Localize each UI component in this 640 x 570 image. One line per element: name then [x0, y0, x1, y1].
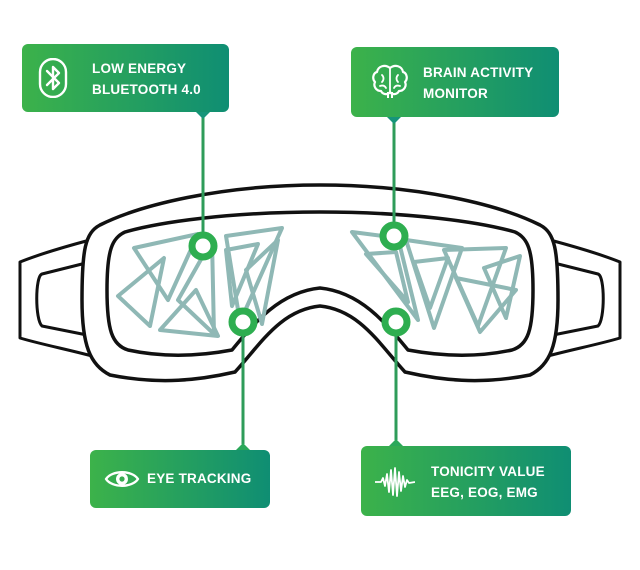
brain-icon [371, 63, 409, 104]
eye-pointer [236, 443, 250, 450]
waveform-icon [375, 466, 416, 503]
tonicity-callout: TONICITY VALUE EEG, EOG, EMG [361, 446, 571, 516]
sensor-bluetooth [188, 231, 218, 261]
brain-callout: BRAIN ACTIVITY MONITOR [351, 47, 559, 117]
lens-outline [105, 210, 535, 358]
tonicity-label-line2: EEG, EOG, EMG [431, 485, 538, 500]
bluetooth-callout: LOW ENERGY BLUETOOTH 4.0 [22, 44, 229, 112]
brain-label-line2: MONITOR [423, 86, 488, 101]
tonicity-pointer [389, 439, 403, 446]
brain-label-line1: BRAIN ACTIVITY [423, 65, 534, 80]
left-strap [18, 238, 93, 358]
sensor-brain [379, 221, 409, 251]
eye-tracking-label: EYE TRACKING [147, 471, 252, 486]
connector-lines [201, 116, 398, 444]
bluetooth-label-line1: LOW ENERGY [92, 61, 187, 76]
eye-tracking-callout: EYE TRACKING [90, 450, 270, 508]
bluetooth-label-line2: BLUETOOTH 4.0 [92, 82, 201, 97]
bluetooth-icon [38, 57, 68, 103]
brain-pointer [387, 117, 401, 124]
sensor-rings [188, 221, 411, 337]
tonicity-label-line1: TONICITY VALUE [431, 464, 545, 479]
sensor-tonicity [381, 307, 411, 337]
bluetooth-pointer [196, 112, 210, 119]
right-strap [547, 238, 622, 358]
sensor-eye [228, 307, 258, 337]
eye-icon [104, 467, 140, 496]
lens-pattern [116, 226, 522, 338]
